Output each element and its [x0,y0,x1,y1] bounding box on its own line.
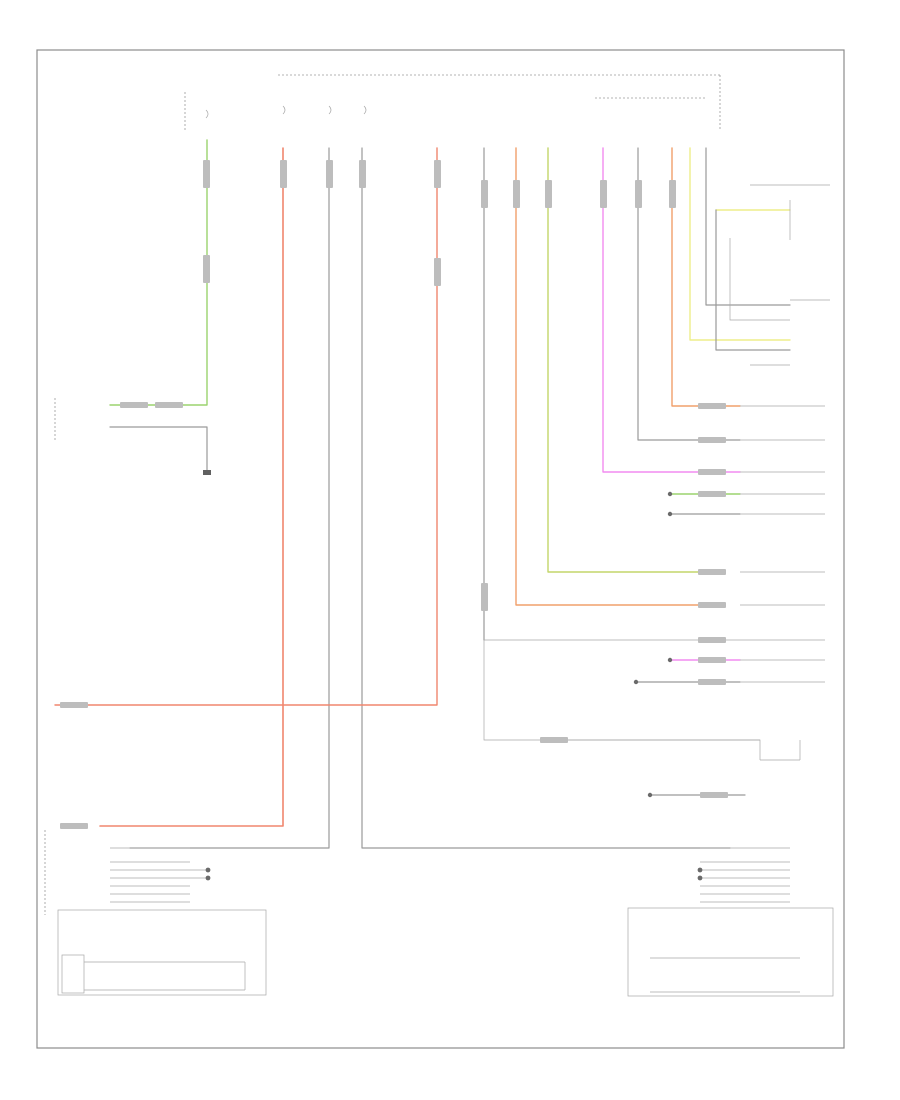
wire-black-stop [637,147,741,441]
wire-label-strips [60,160,728,829]
license-lamp-assembly [540,739,801,798]
wire-black-right-2 [715,209,791,351]
wire-green-camera [109,139,208,406]
wire-yellowgreen-turn [547,147,701,573]
passenger-door-module [44,830,267,996]
wire-red-center [54,147,438,706]
right-turn-signal-module [750,184,830,366]
fuse-symbols [205,105,367,119]
right-tail-lamp-assembly [633,571,825,685]
wire-black-fuse-3 [361,147,731,849]
wire-yellow-1 [689,147,791,341]
left-tail-lamp-assembly [667,405,825,517]
wire-orange-stop-lamp [515,147,701,606]
wire-red-fuse [99,147,284,827]
ground-symbol [203,470,211,475]
diagram-frame [36,49,845,1049]
wire-black-camera-ground [109,426,208,471]
wire-black-right-1 [705,147,791,306]
driver-door-module [627,847,834,997]
wire-black-fuse-2 [129,147,330,849]
wire-magenta-tail [602,147,741,473]
wire-black-right-3 [729,238,790,321]
